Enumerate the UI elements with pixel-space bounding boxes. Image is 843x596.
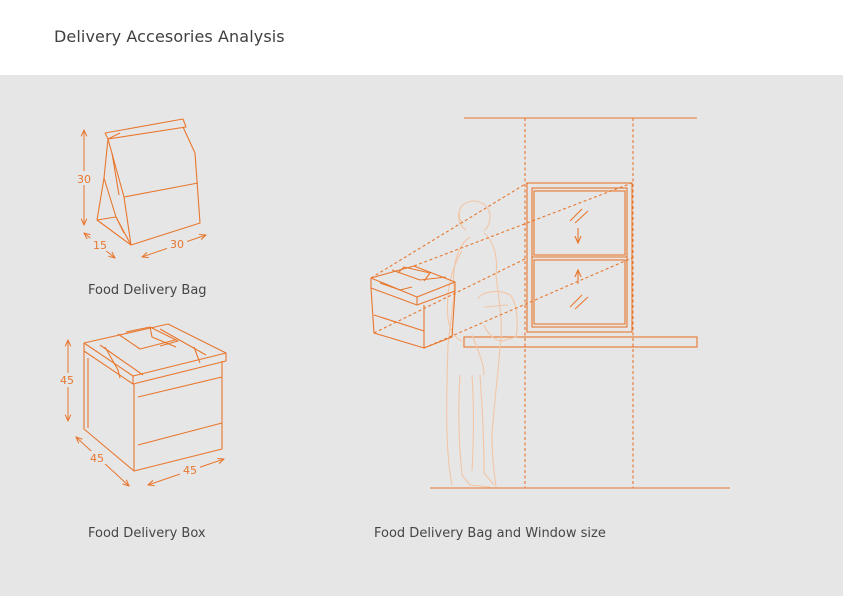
window-scene-caption: Food Delivery Bag and Window size bbox=[374, 526, 606, 541]
window-drawing bbox=[526, 182, 633, 333]
bag-caption: Food Delivery Bag bbox=[88, 283, 207, 298]
sightline-dashes bbox=[370, 182, 633, 349]
diagram-canvas: 30 15 30 bbox=[56, 117, 730, 489]
bag-height-label-bg bbox=[73, 171, 95, 185]
header: Delivery Accesories Analysis bbox=[0, 0, 843, 75]
carried-bag-drawing bbox=[370, 265, 456, 349]
building-structure bbox=[430, 117, 730, 489]
bag-height-label: 30 bbox=[77, 173, 91, 186]
page-title: Delivery Accesories Analysis bbox=[54, 27, 285, 46]
food-delivery-bag-drawing bbox=[96, 118, 201, 246]
box-height-label: 45 bbox=[60, 374, 74, 387]
food-delivery-box-drawing bbox=[83, 323, 227, 472]
box-width-label-bg bbox=[180, 463, 200, 476]
bag-width-label: 30 bbox=[170, 238, 184, 251]
bag-width-label-bg bbox=[167, 237, 187, 250]
diagram-panel: 30 15 30 bbox=[0, 75, 843, 596]
box-caption: Food Delivery Box bbox=[88, 526, 206, 541]
box-width-label: 45 bbox=[183, 464, 197, 477]
box-depth-label-bg bbox=[87, 451, 107, 464]
box-height-label-bg bbox=[56, 373, 78, 387]
person-figure bbox=[446, 200, 518, 488]
box-depth-label: 45 bbox=[90, 452, 104, 465]
bag-depth-label-bg bbox=[90, 238, 110, 251]
bag-depth-label: 15 bbox=[93, 239, 107, 252]
